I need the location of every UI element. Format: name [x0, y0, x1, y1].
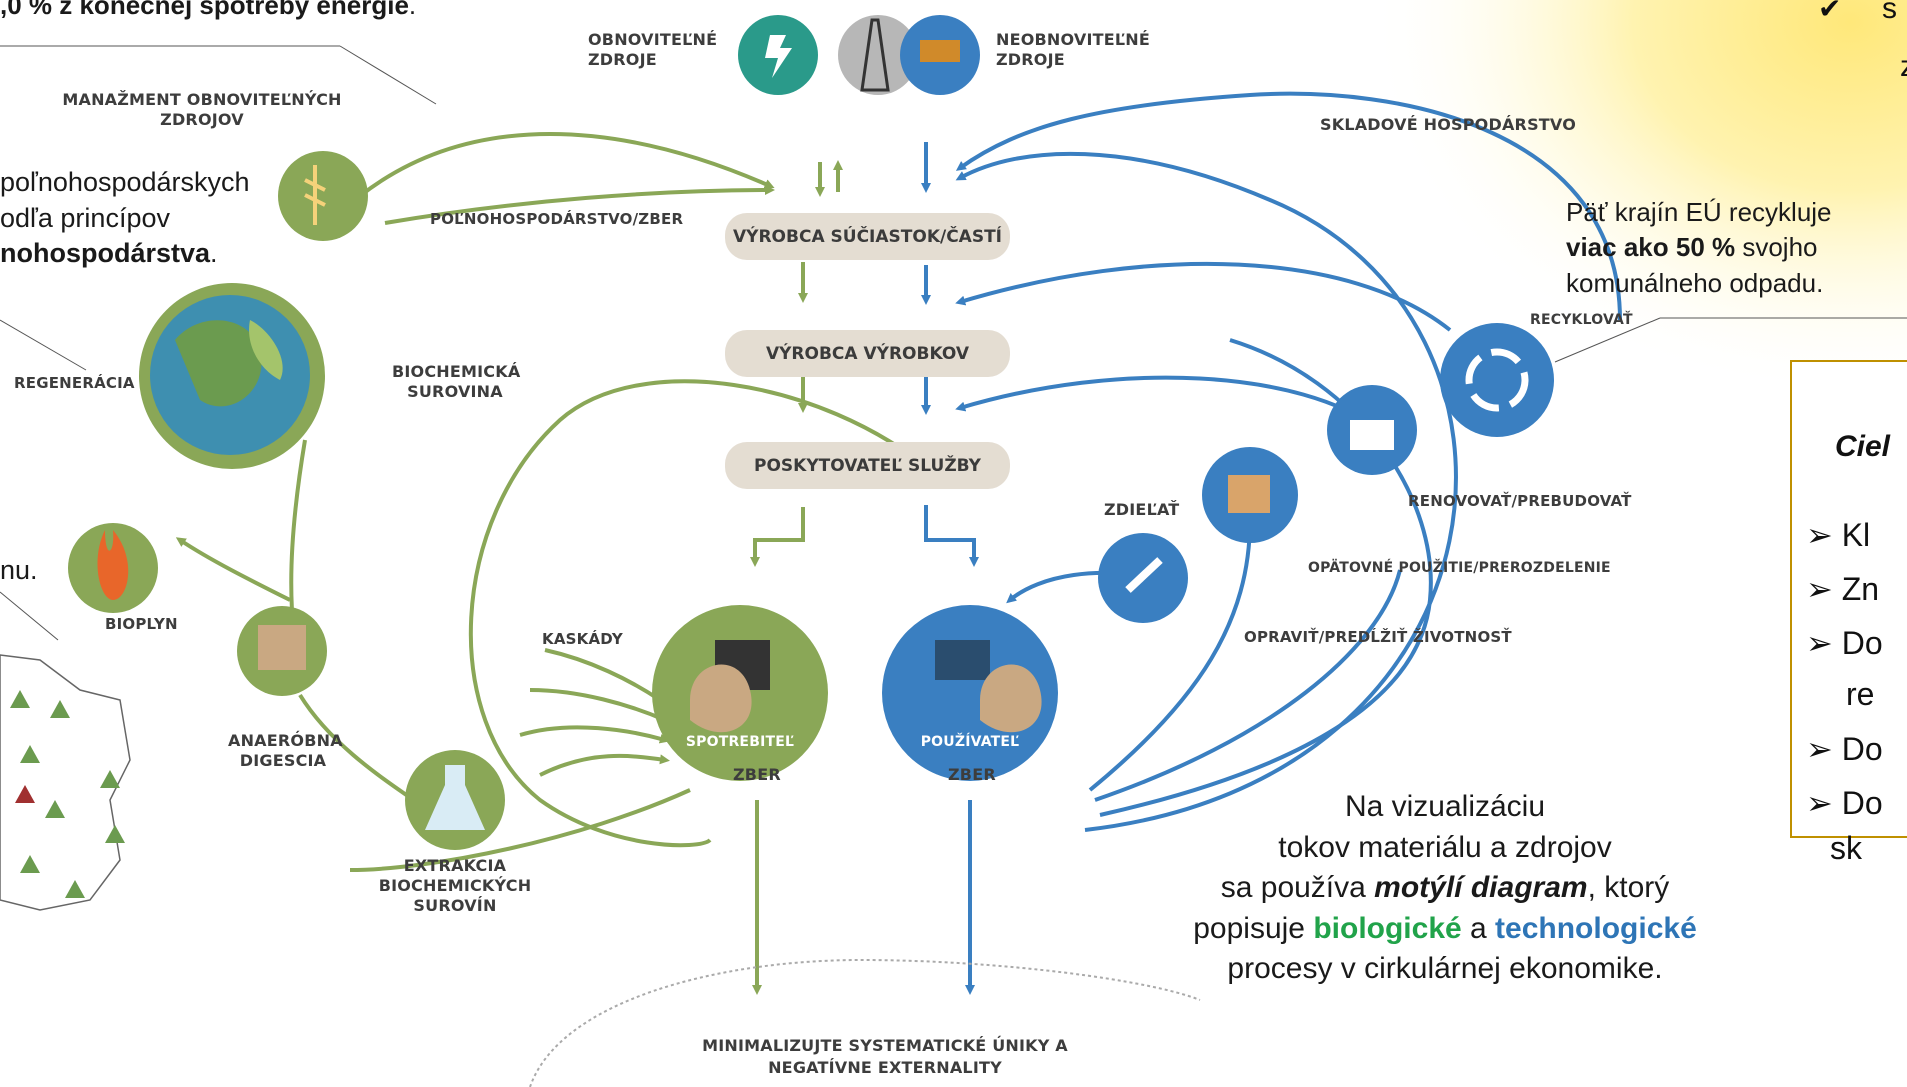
- label-minimalizujte: MINIMALIZUJTE SYSTEMATICKÉ ÚNIKY A NEGAT…: [702, 1036, 1068, 1078]
- caption-line: procesy v cirkulárnej ekonomike.: [1227, 952, 1663, 985]
- region-map: [0, 654, 131, 911]
- label-skladove: SKLADOVÉ HOSPODÁRSTVO: [1320, 115, 1577, 134]
- caption: Na vizualizáciu tokov materiálu a zdrojo…: [1080, 787, 1810, 990]
- lightning-icon: [765, 35, 792, 78]
- user-head-icon: [980, 664, 1042, 733]
- label-zber-right: ZBER: [948, 765, 996, 784]
- goals-title: Ciel: [1835, 430, 1891, 463]
- label-biochemicka: BIOCHEMICKÁ SUROVINA: [392, 362, 521, 401]
- flame-icon: [97, 530, 129, 600]
- checkmark-icon: ✔: [1818, 0, 1842, 24]
- label-renovovat: RENOVOVAŤ/PREBUDOVAŤ: [1408, 492, 1632, 510]
- flask-icon: [425, 765, 485, 830]
- label-bioplyn: BIOPLYN: [105, 615, 178, 633]
- leader-lines: [0, 45, 1907, 641]
- box-vyrobca-suciastok: VÝROBCA SÚČIASTOK/ČASTÍ: [725, 213, 1010, 260]
- label-kaskady: KASKÁDY: [542, 630, 623, 648]
- label-spotrebitel: SPOTREBITEĽ: [685, 734, 795, 750]
- goal-item-cont: re: [1846, 676, 1875, 712]
- recycle-text: Päť krajín EÚ recykluje viac ako 50 % sv…: [1566, 195, 1832, 301]
- wheat-icon: [304, 165, 326, 225]
- goal-item: ➢ Kl: [1806, 517, 1871, 553]
- label-zber-left: ZBER: [733, 765, 781, 784]
- icon-shapes: [97, 18, 1529, 830]
- goal-item-cont: sk: [1830, 830, 1862, 866]
- label-recyklovat: RECYKLOVAŤ: [1530, 312, 1633, 328]
- goals-box: [1790, 360, 1907, 838]
- top-right-z: z: [1900, 50, 1907, 84]
- label-zdielat: ZDIEĽAŤ: [1104, 500, 1180, 519]
- label-neobnovitelne: NEOBNOVITEĽNÉ ZDROJE: [996, 30, 1150, 69]
- caption-line: tokov materiálu a zdrojov: [1278, 830, 1612, 864]
- consumer-head-icon: [690, 664, 752, 733]
- green-circles: [68, 15, 980, 850]
- label-pouzivatel: POUŽÍVATEĽ: [920, 734, 1020, 750]
- left-text-block: poľnohospodárskych odľa princípov nohosp…: [0, 167, 250, 269]
- label-obnovitelne: OBNOVITEĽNÉ ZDROJE: [588, 30, 718, 69]
- goal-item: ➢ Do: [1806, 625, 1883, 661]
- label-opatovne: OPÄTOVNÉ POUŽITIE/PREROZDELENIE: [1308, 560, 1611, 576]
- truck-icon: [920, 40, 960, 62]
- label-anaerobna: ANAERÓBNA DIGESCIA: [228, 731, 343, 770]
- left-text-line: odľa princípov: [0, 202, 170, 233]
- label-regeneracia: REGENERÁCIA: [14, 374, 135, 392]
- left-text-line: poľnohospodárskych: [0, 167, 250, 197]
- recycle-text-line: komunálneho odpadu.: [1566, 267, 1824, 298]
- recycle-icon: [1465, 348, 1529, 412]
- box-poskytovatel: POSKYTOVATEĽ SLUŽBY: [725, 442, 1010, 489]
- monitor-icon: [935, 640, 990, 680]
- label-extrakcia: EXTRAKCIA BIOCHEMICKÝCH SUROVÍN: [378, 856, 532, 915]
- top-left-text: ,0 % z konečnej spotreby energie.: [0, 0, 417, 20]
- factory-icon: [1350, 420, 1394, 450]
- oil-rig-icon: [860, 18, 890, 92]
- box-vyrobca-vyrobkov: VÝROBCA VÝROBKOV: [725, 330, 1010, 377]
- label-polnohospodarstvo: POĽNOHOSPODÁRSTVO/ZBER: [430, 210, 684, 228]
- top-right-s: s: [1882, 0, 1897, 25]
- soil-icon: [258, 625, 306, 670]
- label-manazment: MANAŽMENT OBNOVITEĽNÝCH ZDROJOV: [62, 90, 342, 129]
- goal-item: ➢ Do: [1806, 785, 1883, 821]
- wrench-icon: [1125, 557, 1163, 593]
- biological-cycle-arrows: [175, 132, 932, 995]
- caption-line: Na vizualizáciu: [1344, 790, 1546, 823]
- boxes-icon: [1228, 475, 1270, 513]
- goal-item: ➢ Do: [1806, 731, 1883, 767]
- goal-item: ➢ Zn: [1806, 571, 1880, 607]
- recycle-text-line: Päť krajín EÚ recykluje: [1566, 197, 1832, 227]
- label-opravit: OPRAVIŤ/PREDĹŽIŤ ŽIVOTNOSŤ: [1244, 628, 1512, 646]
- left-text-nu: nu.: [0, 555, 38, 585]
